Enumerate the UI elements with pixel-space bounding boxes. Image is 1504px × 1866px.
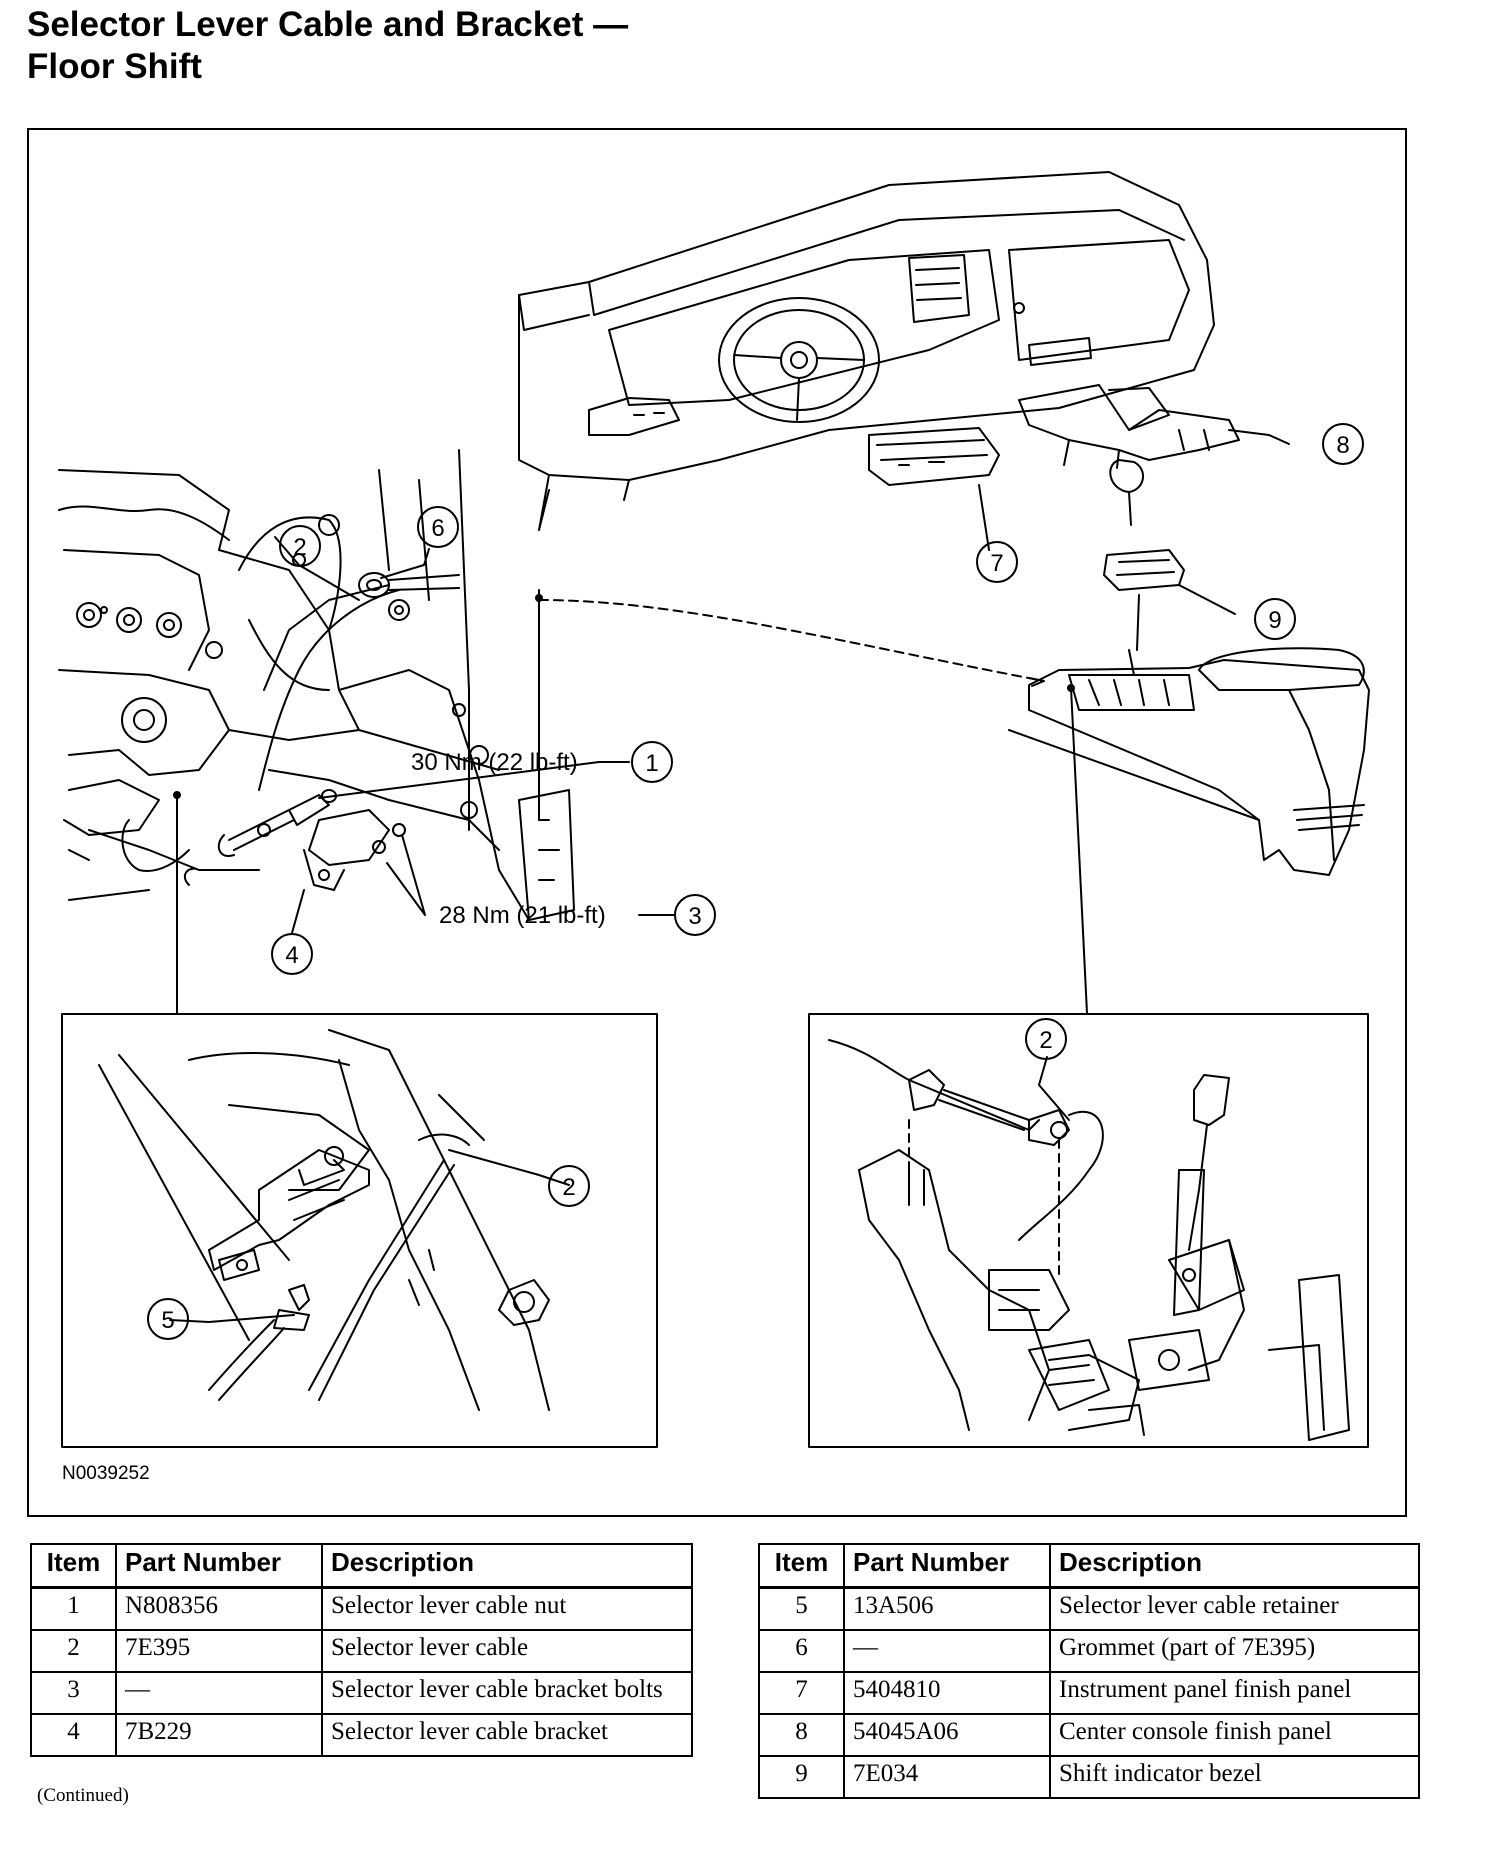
table-row: 4 7B229 Selector lever cable bracket <box>30 1713 693 1757</box>
cell-item: 6 <box>758 1629 845 1673</box>
cell-item: 4 <box>30 1713 117 1757</box>
header-item: Item <box>30 1543 117 1589</box>
table-row: 7 5404810 Instrument panel finish panel <box>758 1671 1420 1715</box>
torque-spec-nut: 30 Nm (22 lb-ft) <box>411 749 578 776</box>
cell-item: 5 <box>758 1586 845 1631</box>
callout-7: 7 <box>990 550 1003 577</box>
callout-6: 6 <box>431 515 444 542</box>
header-description: Description <box>321 1543 693 1589</box>
cell-description: Center console finish panel <box>1049 1713 1420 1757</box>
cell-part-number: — <box>115 1671 323 1715</box>
cell-part-number: 7E395 <box>115 1629 323 1673</box>
page-title-line1: Selector Lever Cable and Bracket — <box>27 5 629 44</box>
cell-description: Shift indicator bezel <box>1049 1755 1420 1799</box>
cell-part-number: N808356 <box>115 1586 323 1631</box>
cable-routing-line <box>538 599 1040 681</box>
table-row: 6 — Grommet (part of 7E395) <box>758 1629 1420 1673</box>
header-item: Item <box>758 1543 845 1589</box>
cell-description: Instrument panel finish panel <box>1049 1671 1420 1715</box>
cell-item: 3 <box>30 1671 117 1715</box>
routing-arrow <box>1028 677 1045 687</box>
cell-description: Selector lever cable bracket <box>321 1713 693 1757</box>
cell-part-number: 54045A06 <box>843 1713 1051 1757</box>
cell-part-number: 13A506 <box>843 1586 1051 1631</box>
cell-description: Selector lever cable retainer <box>1049 1586 1420 1631</box>
callout-2-left-inset: 2 <box>562 1174 575 1201</box>
header-description: Description <box>1049 1543 1420 1589</box>
header-part-number: Part Number <box>843 1543 1051 1589</box>
cell-item: 9 <box>758 1755 845 1799</box>
table-row: 5 13A506 Selector lever cable retainer <box>758 1586 1420 1631</box>
table-row: 9 7E034 Shift indicator bezel <box>758 1755 1420 1799</box>
callout-8: 8 <box>1336 432 1349 459</box>
figure-id: N0039252 <box>62 1463 150 1484</box>
table-header-row: Item Part Number Description <box>758 1543 1420 1589</box>
callout-1: 1 <box>645 750 658 777</box>
inset-leader-right <box>1070 687 1088 1014</box>
right-inset-drawing <box>828 1039 1350 1441</box>
parts-table-left: Item Part Number Description 1 N808356 S… <box>30 1543 693 1757</box>
table-row: 8 54045A06 Center console finish panel <box>758 1713 1420 1757</box>
callout-3: 3 <box>688 903 701 930</box>
cell-item: 2 <box>30 1629 117 1673</box>
cell-part-number: 5404810 <box>843 1671 1051 1715</box>
engine-bay-drawing <box>58 449 575 921</box>
torque-spec-bolts: 28 Nm (21 lb-ft) <box>439 902 606 929</box>
cell-description: Grommet (part of 7E395) <box>1049 1629 1420 1673</box>
cell-item: 7 <box>758 1671 845 1715</box>
page-title: Selector Lever Cable and Bracket — Floor… <box>27 4 628 88</box>
instrument-panel-drawing <box>518 171 1370 876</box>
table-row: 3 — Selector lever cable bracket bolts <box>30 1671 693 1715</box>
cell-item: 8 <box>758 1713 845 1757</box>
callout-9: 9 <box>1268 607 1281 634</box>
callout-5: 5 <box>161 1307 174 1334</box>
callout-4: 4 <box>285 942 298 969</box>
cell-item: 1 <box>30 1586 117 1631</box>
exploded-view-illustration: 2 6 1 3 4 8 7 9 5 2 2 30 Nm (22 lb-ft) 2… <box>58 171 1370 1448</box>
left-inset-frame <box>61 1013 658 1448</box>
callout-2-right-inset: 2 <box>1039 1027 1052 1054</box>
cell-description: Selector lever cable <box>321 1629 693 1673</box>
header-part-number: Part Number <box>115 1543 323 1589</box>
table-row: 1 N808356 Selector lever cable nut <box>30 1586 693 1631</box>
page-title-line2: Floor Shift <box>27 47 202 86</box>
cell-description: Selector lever cable nut <box>321 1586 693 1631</box>
callout-2: 2 <box>293 534 306 561</box>
cell-part-number: 7B229 <box>115 1713 323 1757</box>
parts-table-right: Item Part Number Description 5 13A506 Se… <box>758 1543 1420 1799</box>
cell-part-number: — <box>843 1629 1051 1673</box>
cell-description: Selector lever cable bracket bolts <box>321 1671 693 1715</box>
cell-part-number: 7E034 <box>843 1755 1051 1799</box>
table-header-row: Item Part Number Description <box>30 1543 693 1589</box>
left-inset-drawing <box>98 1029 550 1411</box>
right-inset-frame <box>808 1013 1369 1448</box>
continued-note: (Continued) <box>37 1785 129 1806</box>
table-row: 2 7E395 Selector lever cable <box>30 1629 693 1673</box>
illustration-frame: 2 6 1 3 4 8 7 9 5 2 2 30 Nm (22 lb-ft) 2… <box>27 128 1407 1517</box>
